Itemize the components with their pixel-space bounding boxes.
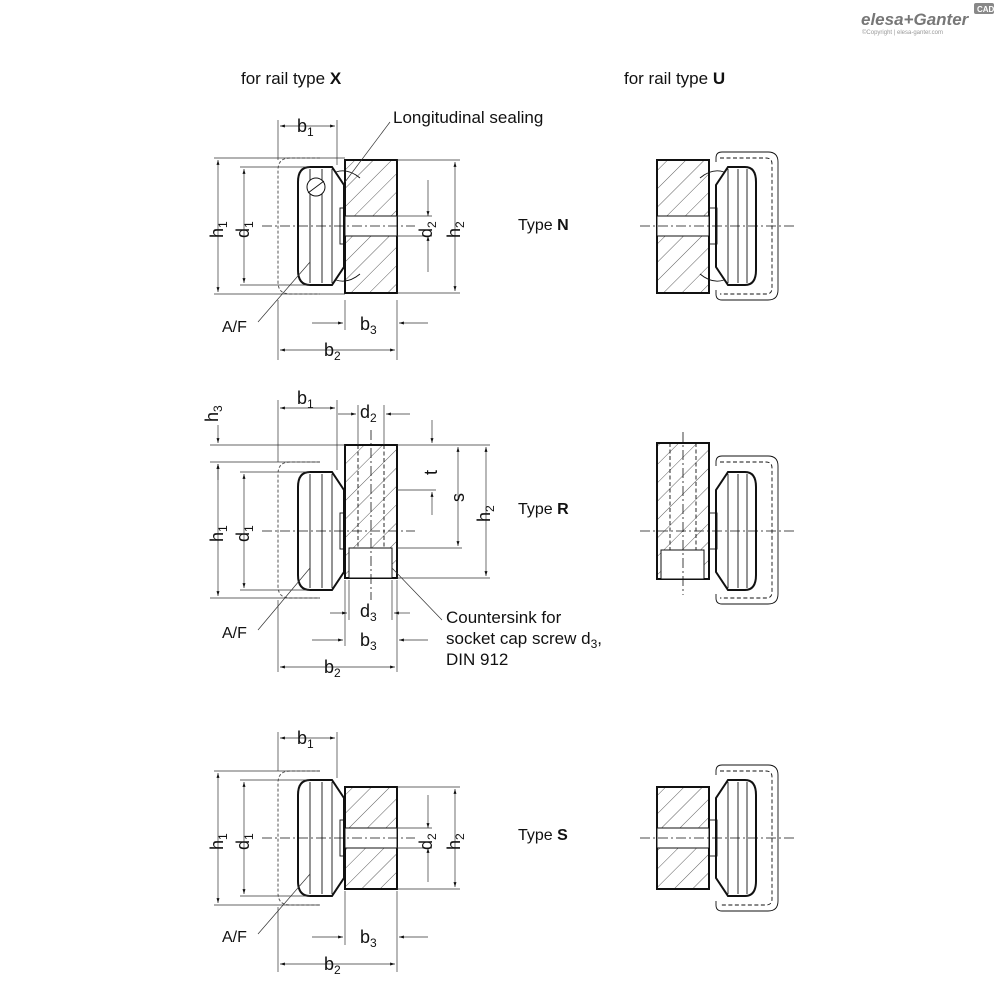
label-countersink: Countersink for [446, 608, 562, 627]
dim-b3: b3 [360, 927, 377, 950]
drawing-type-s-rail-x [214, 732, 460, 972]
brand-logo: elesa+Ganter ©Copyright | elesa-ganter.c… [861, 3, 995, 36]
label-longitudinal-sealing: Longitudinal sealing [393, 108, 543, 127]
dim-labels-type-s: b1 b3 b2 h1 d1 d2 h2 A/F [207, 728, 467, 977]
dim-d1: d1 [233, 221, 256, 238]
drawing-type-n-rail-x [214, 120, 460, 360]
dim-h2: h2 [444, 833, 467, 850]
type-s-label: Type S [518, 827, 568, 844]
dim-d3: d3 [360, 601, 377, 624]
dim-b3: b3 [360, 314, 377, 337]
drawing-type-r-rail-u [640, 432, 795, 605]
dim-labels-type-r: b1 d2 d3 b3 b2 h3 h1 d1 t s h2 Countersi… [202, 388, 602, 680]
dim-d2: d2 [416, 221, 439, 238]
dim-d1: d1 [233, 833, 256, 850]
dim-b1: b1 [297, 728, 314, 751]
dim-d2: d2 [416, 833, 439, 850]
dim-d1: d1 [233, 525, 256, 542]
dim-b1: b1 [297, 388, 314, 411]
dim-b2: b2 [324, 657, 341, 680]
drawing-type-s-rail-u [640, 764, 795, 912]
header-rail-x: for rail type X [241, 69, 342, 88]
dim-h2: h2 [444, 221, 467, 238]
drawing-type-r-rail-x [210, 400, 490, 672]
dim-d2: d2 [360, 402, 377, 425]
dim-h1: h1 [207, 833, 230, 850]
dim-h1: h1 [207, 525, 230, 542]
header-rail-u: for rail type U [624, 69, 725, 88]
svg-text:©Copyright | elesa-ganter.com: ©Copyright | elesa-ganter.com [862, 29, 943, 36]
dim-h2: h2 [474, 505, 497, 522]
label-af: A/F [222, 625, 247, 642]
type-r-label: Type R [518, 501, 569, 518]
dim-b2: b2 [324, 954, 341, 977]
label-af: A/F [222, 319, 247, 336]
dim-h1: h1 [207, 221, 230, 238]
dim-h3: h3 [202, 405, 225, 422]
svg-text:elesa+Ganter: elesa+Ganter [861, 10, 970, 29]
dim-s: s [448, 493, 468, 502]
label-countersink-screw: socket cap screw d3, [446, 629, 602, 651]
dim-t: t [421, 470, 441, 475]
dim-labels-type-n: b1 b2 b3 h1 d1 d2 h2 Longitudinal sealin… [207, 108, 543, 363]
label-din-912: DIN 912 [446, 650, 508, 669]
dim-b1: b1 [297, 116, 314, 139]
dim-b3: b3 [360, 630, 377, 653]
type-n-label: Type N [518, 217, 569, 234]
label-af: A/F [222, 929, 247, 946]
cad-badge: CAD [977, 5, 995, 14]
dim-b2: b2 [324, 340, 341, 363]
drawing-type-n-rail-u [640, 151, 795, 301]
